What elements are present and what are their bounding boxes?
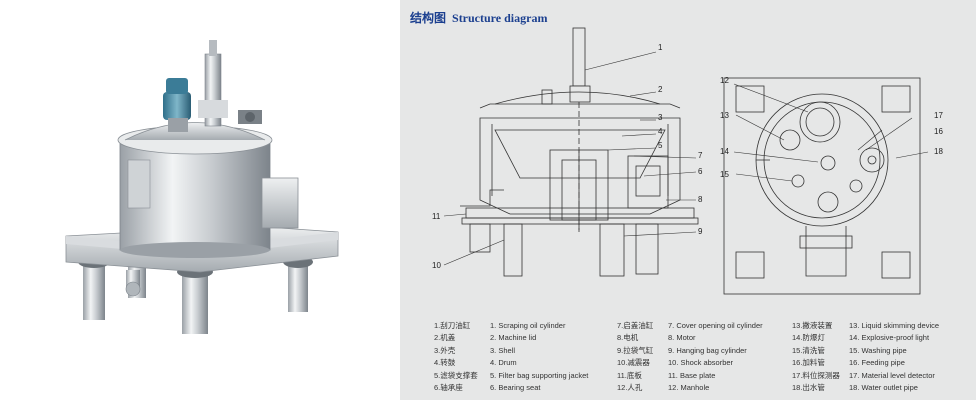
legend-col3-en: 13. Liquid skimming device 14. Explosive… [849,320,939,394]
legend-item: 17. Material level detector [849,370,935,380]
legend-item: 9. Hanging bag cylinder [668,345,747,355]
legend-col3-cn: 13.撇液装置 14.防爆灯 15.清洗管 16.加料管 17.料位探测器 18… [792,320,840,394]
legend-item: 1. Scraping oil cylinder [490,321,566,330]
callout-14: 14 [720,147,729,156]
legend-item: 13.撇液装置 [792,321,833,330]
legend-item: 14. Explosive-proof light [849,333,930,343]
callout-1: 1 [658,43,663,52]
legend-item: 4. Drum [490,358,517,368]
legend-item: 2.机盖 [434,333,456,343]
legend-item: 15. Washing pipe [849,345,907,355]
callout-7: 7 [698,151,703,160]
callout-3: 3 [658,113,663,122]
legend-item: 12.人孔 [617,383,643,393]
diagram-title: 结构图 Structure diagram [410,9,547,26]
legend-item: 17.料位探测器 [792,370,840,380]
legend-item: 8. Motor [668,333,696,343]
legend-item: 18. Water outlet pipe [849,383,918,393]
legend-item: 7. Cover opening oil cylinder [668,321,763,330]
callout-16: 16 [934,127,943,136]
structure-drawing: 1 2 3 4 5 6 7 8 9 10 11 12 13 14 15 16 1… [432,27,943,295]
legend-col2-en: 7. Cover opening oil cylinder 8. Motor 9… [668,320,763,394]
callout-15: 15 [720,170,729,179]
legend-item: 9.拉袋气缸 [617,345,654,355]
centrifuge-photo [0,0,400,400]
legend-item: 15.清洗管 [792,345,825,355]
legend-item: 8.电机 [617,333,639,343]
callout-4: 4 [658,127,663,136]
legend-item: 7.启盖油缸 [617,321,654,330]
legend-item: 5.滤袋支撑套 [434,370,478,380]
legend-item: 11.底板 [617,370,642,380]
legend-item: 13. Liquid skimming device [849,321,940,330]
legend-col1-en: 1. Scraping oil cylinder 2. Machine lid … [490,320,588,394]
legend-col2-cn: 7.启盖油缸 8.电机 9.拉袋气缸 10.减震器 11.底板 12.人孔 [617,320,653,394]
legend-item: 18.出水管 [792,383,825,393]
legend-item: 2. Machine lid [490,333,537,343]
legend-item: 14.防爆灯 [792,333,825,343]
legend-item: 10. Shock absorber [668,358,734,368]
callout-17: 17 [934,111,943,120]
structure-diagram-panel: 结构图 Structure diagram [400,0,976,400]
callout-11: 11 [432,212,441,221]
callout-18: 18 [934,147,943,156]
callout-12: 12 [720,76,729,85]
legend-item: 3. Shell [490,345,516,355]
leader-lines [443,51,929,266]
legend-item: 11. Base plate [668,370,716,380]
diagram-title-cn: 结构图 [410,11,447,25]
legend-item: 6.轴承座 [434,383,463,393]
callout-8: 8 [698,195,703,204]
side-view [460,27,699,277]
legend-col1-cn: 1.刮刀油缸 2.机盖 3.外壳 4.转鼓 5.滤袋支撑套 6.轴承座 [434,320,478,394]
legend-item: 10.减震器 [617,358,650,368]
callout-2: 2 [658,85,663,94]
legend-item: 16.加料管 [792,358,825,368]
callout-6: 6 [698,167,703,176]
top-view [723,77,921,295]
legend-item: 16. Feeding pipe [849,358,905,368]
legend-item: 4.转鼓 [434,358,456,368]
legend-item: 12. Manhole [668,383,710,393]
legend-item: 1.刮刀油缸 [434,321,471,330]
centrifuge-illustration [65,40,339,334]
callout-9: 9 [698,227,703,236]
legend-item: 3.外壳 [434,345,456,355]
callout-10: 10 [432,261,441,270]
callout-5: 5 [658,141,663,150]
legend-item: 5. Filter bag supporting jacket [490,370,589,380]
callout-13: 13 [720,111,729,120]
diagram-title-en: Structure diagram [452,11,548,25]
legend-item: 6. Bearing seat [490,383,541,393]
